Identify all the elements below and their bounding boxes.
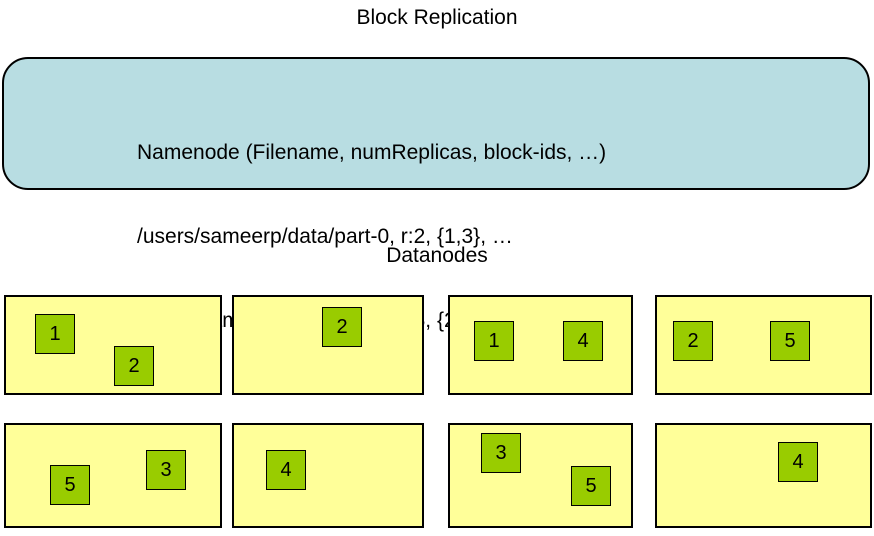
block: 3 (146, 450, 186, 490)
datanode-box-5: 5 3 (4, 423, 222, 528)
block: 5 (571, 466, 611, 506)
namenode-line-header: Namenode (Filename, numReplicas, block-i… (137, 141, 607, 164)
block: 4 (563, 321, 603, 361)
block: 5 (50, 465, 90, 505)
datanode-box-1: 1 2 (4, 295, 222, 395)
block: 1 (35, 314, 75, 354)
namenode-line-part-0: /users/sameerp/data/part-0, r:2, {1,3}, … (137, 225, 513, 248)
block: 3 (481, 433, 521, 473)
block: 4 (778, 442, 818, 482)
namenode-box: Namenode (Filename, numReplicas, block-i… (2, 57, 870, 332)
datanode-box-6: 4 (232, 423, 424, 528)
datanode-box-3: 1 4 (448, 295, 633, 395)
block: 2 (673, 321, 713, 361)
datanodes-label: Datanodes (386, 244, 488, 267)
datanode-box-2: 2 (232, 295, 424, 395)
block: 2 (322, 307, 362, 347)
datanode-box-8: 4 (655, 423, 872, 528)
block: 5 (770, 321, 810, 361)
diagram-title: Block Replication (356, 6, 518, 29)
datanode-box-7: 3 5 (448, 423, 633, 528)
block: 4 (266, 450, 306, 490)
block: 2 (114, 346, 154, 386)
datanode-box-4: 2 5 (655, 295, 872, 395)
block: 1 (474, 321, 514, 361)
